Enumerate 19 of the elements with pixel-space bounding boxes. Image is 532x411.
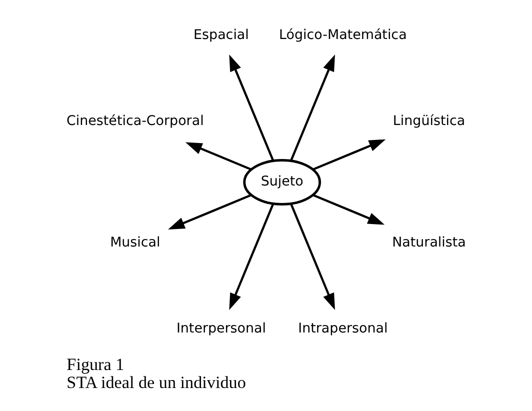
arrow xyxy=(228,204,274,310)
arrow xyxy=(184,142,252,171)
node-text: Musical xyxy=(110,236,160,251)
arrow xyxy=(168,194,252,230)
node-text: Espacial xyxy=(193,28,248,43)
caption: STA ideal de un individuo xyxy=(66,373,246,392)
arrow xyxy=(312,194,384,225)
node-text: Lingüística xyxy=(392,114,465,129)
node-text: Intrapersonal xyxy=(298,322,388,337)
node-ellipse: Sujeto xyxy=(242,159,321,206)
arrow xyxy=(290,54,334,161)
arrow xyxy=(290,204,334,310)
diagram-title: Figura 1 xyxy=(66,354,124,374)
arrow xyxy=(312,139,386,171)
node-text: Interpersonal xyxy=(176,322,266,337)
node-text: Naturalista xyxy=(392,236,466,251)
node-text: Lógico-Matemática xyxy=(278,28,406,43)
node-text: Cinestética-Corporal xyxy=(66,114,204,129)
arrow xyxy=(228,54,274,161)
